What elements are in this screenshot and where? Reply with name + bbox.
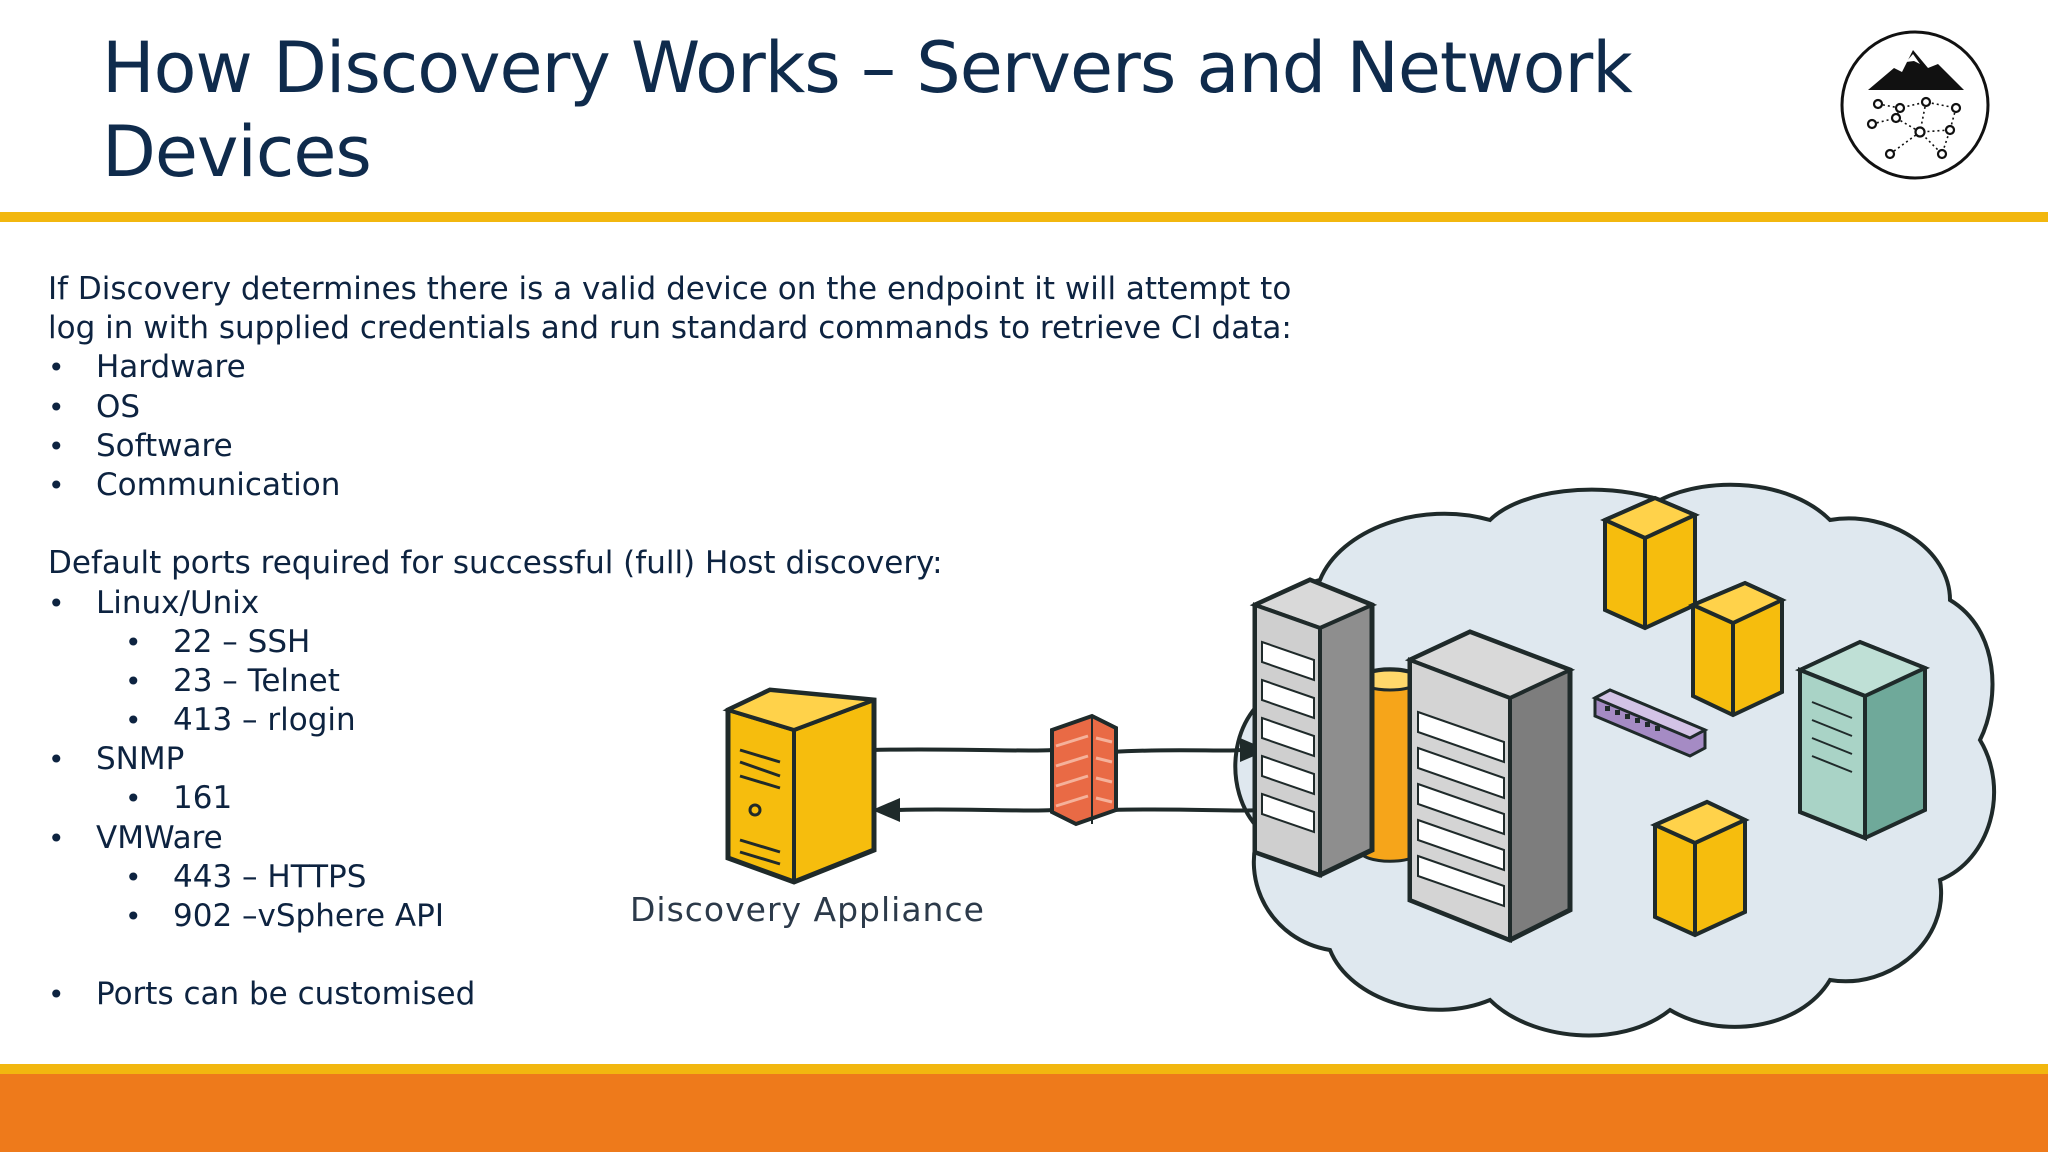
storage-cabinet-icon xyxy=(1794,639,1931,841)
list-subitem: •902 –vSphere API xyxy=(48,897,1278,936)
list-item: •Hardware xyxy=(48,348,1278,387)
intro-line-1: If Discovery determines there is a valid… xyxy=(48,271,1292,307)
list-item: •SNMP xyxy=(48,740,1278,779)
bullet-icon: • xyxy=(125,664,142,698)
bullet-icon: • xyxy=(125,625,142,659)
bullet-icon: • xyxy=(125,782,142,816)
slide-body: If Discovery determines there is a valid… xyxy=(48,270,1292,1015)
bullet-icon: • xyxy=(48,429,65,463)
bullet-icon: • xyxy=(125,704,142,738)
bullet-icon: • xyxy=(125,860,142,894)
list-item: •OS xyxy=(48,388,1278,427)
server-tower-icon xyxy=(1688,580,1787,718)
bullet-icon: • xyxy=(48,821,65,855)
bullet-icon: • xyxy=(48,586,65,620)
server-rack-icon xyxy=(1249,577,1378,878)
network-switch-icon xyxy=(1591,688,1709,758)
server-rack-icon xyxy=(1404,629,1576,943)
bottom-orange-band xyxy=(0,1074,2048,1152)
list-subitem: •161 xyxy=(48,779,1278,818)
server-tower-icon xyxy=(1650,799,1750,938)
server-tower-icon xyxy=(722,687,877,885)
slide-title: How Discovery Works – Servers and Networ… xyxy=(102,27,1633,193)
list-item: •Software xyxy=(48,427,1278,466)
appliance-label: Discovery Appliance xyxy=(630,890,985,929)
server-tower-icon xyxy=(1600,495,1700,631)
database-icon xyxy=(1358,667,1422,863)
firewall-icon xyxy=(1050,713,1118,827)
list-subitem: •443 – HTTPS xyxy=(48,858,1278,897)
list-item: •Ports can be customised xyxy=(48,975,1278,1014)
intro-line-2: log in with supplied credentials and run… xyxy=(48,310,1292,347)
bullet-icon: • xyxy=(48,351,65,385)
ports-heading: Default ports required for successful (f… xyxy=(48,545,943,582)
list-item: •VMWare xyxy=(48,819,1278,858)
mountain-network-logo-icon xyxy=(1840,30,1990,180)
bullet-icon: • xyxy=(48,743,65,777)
bullet-icon: • xyxy=(48,468,65,502)
bullet-icon: • xyxy=(48,390,65,424)
list-item: •Linux/Unix xyxy=(48,584,1278,623)
bottom-accent-rule xyxy=(0,1064,2048,1074)
list-item: •Communication xyxy=(48,466,1278,505)
bullet-icon: • xyxy=(48,978,65,1012)
list-subitem: •23 – Telnet xyxy=(48,662,1278,701)
top-accent-rule xyxy=(0,212,2048,222)
bullet-icon: • xyxy=(125,900,142,933)
list-subitem: •22 – SSH xyxy=(48,623,1278,662)
discovery-diagram xyxy=(722,482,1996,1038)
list-subitem: •413 – rlogin xyxy=(48,701,1278,740)
